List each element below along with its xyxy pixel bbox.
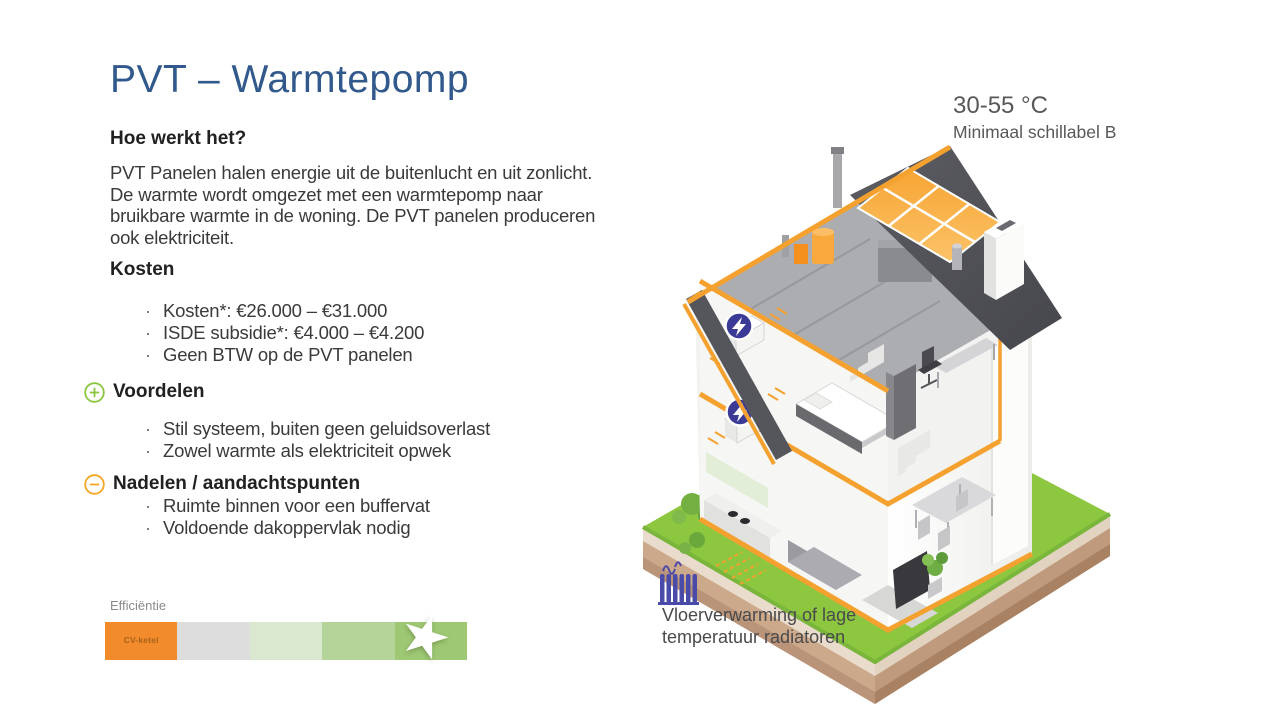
efficiency-segment [394,622,467,660]
bullet-dot: · [145,441,151,461]
chimney [984,216,1024,300]
section-heading-how: Hoe werkt het? [110,128,247,149]
roof-pipe [831,147,962,270]
bullet-text: Stil systeem, buiten geen geluidsoverlas… [163,418,491,439]
body-line: ook elektriciteit. [110,226,234,248]
desk [934,338,998,373]
house-illustration [641,144,1112,704]
star-icon: ★ [390,597,460,676]
list-item: · Geen BTW op de PVT panelen [145,344,424,366]
kitchen-backsplash [706,452,768,508]
bullet-dot: · [145,345,151,365]
temperature-sublabel: Minimaal schillabel B [953,122,1117,142]
efficiency-segment [177,622,250,660]
bullet-text: Geen BTW op de PVT panelen [163,344,413,365]
attic-box [794,244,808,264]
wardrobe [886,372,894,440]
section-heading-pros: Voordelen [113,381,205,402]
cons-bullets: · Ruimte binnen voor een buffervat · Voldo… [145,495,430,539]
list-item: · Ruimte binnen voor een buffervat [145,495,430,517]
how-body: PVT Panelen halen energie uit de buitenl… [110,162,595,248]
page-title: PVT – Warmtepomp [110,58,470,101]
bullet-text: ISDE subsidie*: €4.000 – €4.200 [163,322,425,343]
bullet-dot: · [145,419,151,439]
roof [686,144,1062,350]
body-line: De warmte wordt omgezet met een warmtepo… [110,183,543,205]
solar-panel [856,166,1002,264]
bullet-text: Voldoende dakoppervlak nodig [163,517,411,538]
section-pros: Voordelen [84,381,205,403]
segment-label: CV-ketel [123,635,159,645]
bullet-dot: · [145,323,151,343]
minus-circle-icon [84,473,105,495]
plant-pot [928,577,942,599]
efficiency-bar: CV-ketel ★ [105,598,467,675]
bullet-dot: · [145,301,151,321]
plus-circle-icon [84,381,105,403]
list-item: · Zowel warmte als elektriciteit opwek [145,440,490,462]
bullet-dot: · [145,496,151,516]
efficiency-segment [249,622,323,660]
efficiency-label: Efficiëntie [110,598,167,613]
radiator-icon [658,561,699,605]
bullet-dot: · [145,518,151,538]
list-item: · Stil systeem, buiten geen geluidsoverla… [145,418,490,440]
boiler-tank [812,232,834,264]
body-line: bruikbare warmte in de woning. De PVT pa… [110,205,596,226]
kitchen-counter [704,493,782,538]
temperature-callout: 30-55 °C [953,92,1048,119]
section-cons: Nadelen / aandachtspunten [84,473,360,495]
chair [938,526,950,551]
heating-caption-line: temperatuur radiatoren [662,626,846,647]
stairs [898,430,930,476]
living-furniture [704,430,996,628]
efficiency-segment-cv-ketel: CV-ketel [105,622,178,660]
roof-eave [682,290,792,465]
costs-bullets: · Kosten*: €26.000 – €31.000 · ISDE subsid… [145,300,424,366]
list-item: · ISDE subsidie*: €4.000 – €4.200 [145,322,424,344]
list-item: · Voldoende dakoppervlak nodig [145,517,430,539]
section-heading-cons: Nadelen / aandachtspunten [113,473,361,494]
section-heading-costs: Kosten [110,259,175,280]
dining-table [912,477,996,523]
bullet-text: Ruimte binnen voor een buffervat [163,495,430,516]
pros-bullets: · Stil systeem, buiten geen geluidsoverla… [145,418,490,462]
body-line: PVT Panelen halen energie uit de buitenl… [110,162,593,183]
heating-caption-line: Vloerverwarming of lage [662,605,857,625]
chimney-column [992,326,1028,565]
tv-screen [893,551,930,609]
chair [918,515,930,540]
heating-caption: Vloerverwarming of lage temperatuur radi… [662,605,856,648]
list-item: · Kosten*: €26.000 – €31.000 [145,300,424,322]
bedroom-furniture [795,338,998,454]
efficiency-segment [322,622,395,660]
chair [956,489,968,512]
bullet-text: Zowel warmte als elektriciteit opwek [163,440,451,461]
floor-heating-hatch [715,551,767,585]
bullet-text: Kosten*: €26.000 – €31.000 [163,300,388,321]
